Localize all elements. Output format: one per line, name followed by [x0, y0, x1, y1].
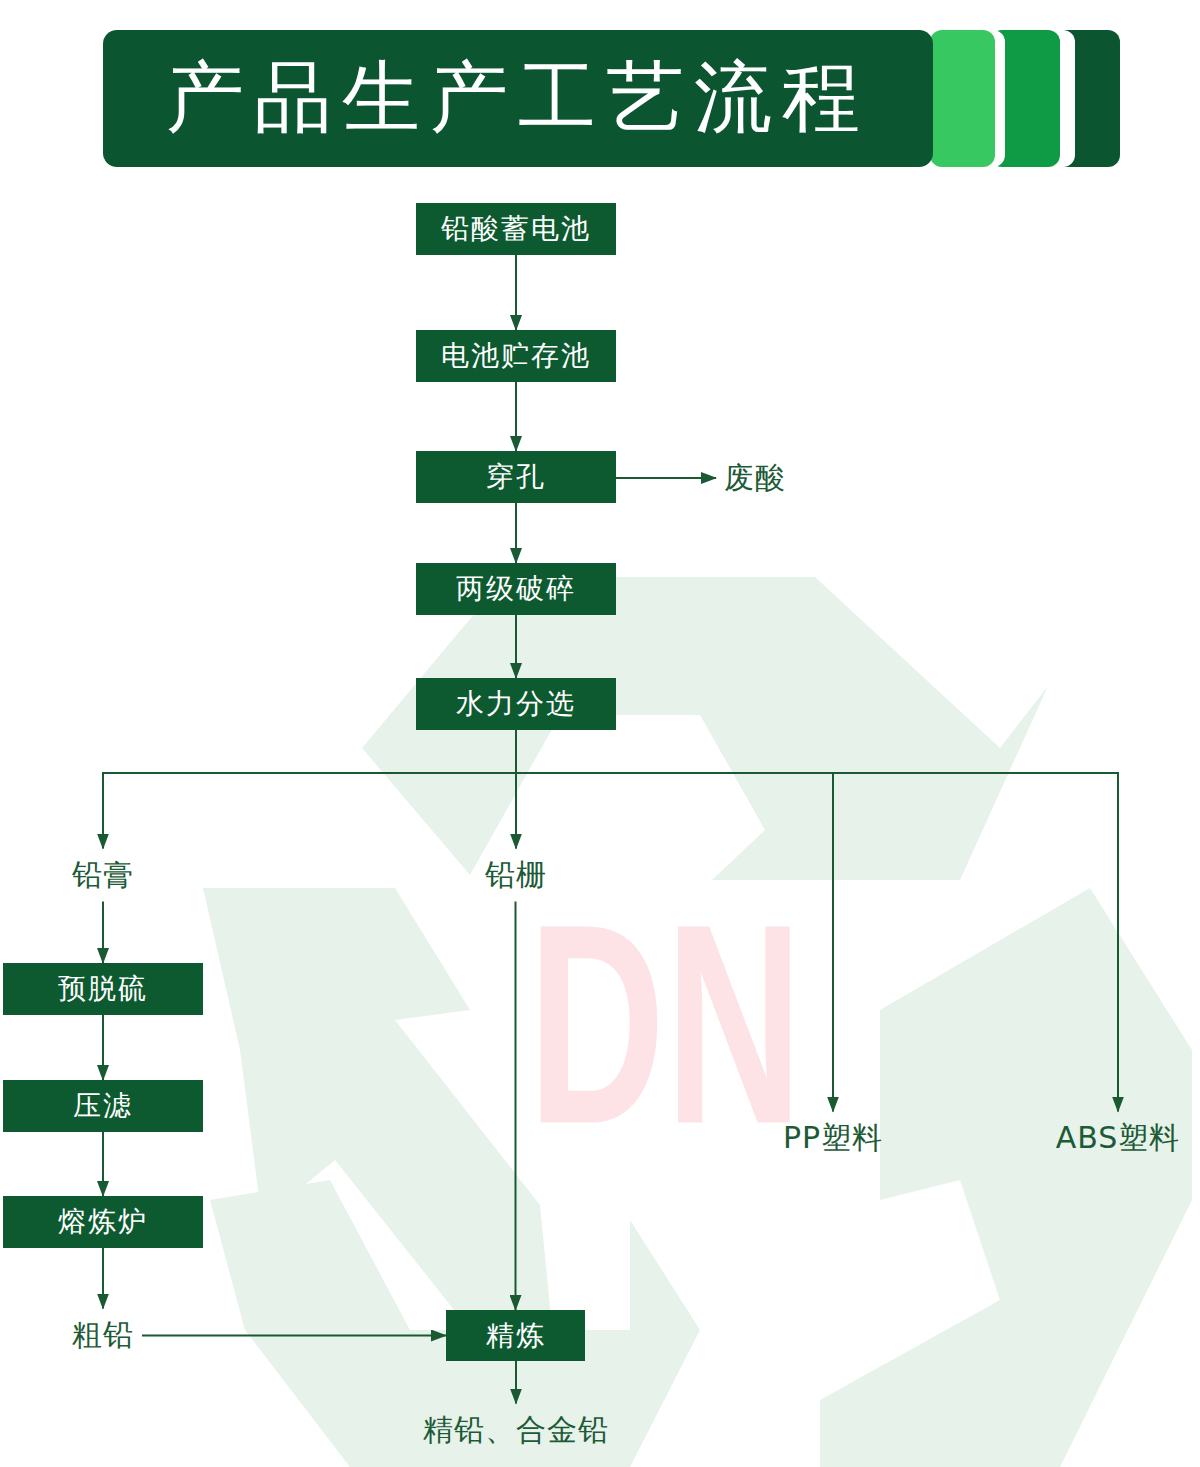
node-label: 精炼	[486, 1317, 546, 1355]
node-label: 铅酸蓄电池	[441, 210, 591, 248]
flow-arrow	[102, 1015, 104, 1080]
process-box: 电池贮存池	[416, 330, 616, 382]
watermark: DN	[528, 881, 802, 1166]
process-box: 两级破碎	[416, 563, 616, 615]
flow-text: 铅膏	[68, 853, 138, 898]
flow-arrow	[616, 477, 716, 479]
node-label: 电池贮存池	[441, 337, 591, 375]
node-label: 两级破碎	[456, 570, 576, 608]
flow-arrow	[142, 1335, 446, 1337]
node-label: ABS塑料	[1056, 1118, 1181, 1159]
flow-text: 精铅、合金铅	[419, 1408, 613, 1453]
node-label: 水力分选	[456, 685, 576, 723]
flow-arrow	[515, 382, 517, 451]
process-box: 铅酸蓄电池	[416, 203, 616, 255]
node-label: 预脱硫	[58, 970, 148, 1008]
node-label: 铅栅	[485, 855, 547, 896]
node-label: 压滤	[73, 1087, 133, 1125]
flow-arrow	[515, 503, 517, 563]
title-text: 产品生产工艺流程	[103, 30, 933, 167]
process-box: 精炼	[446, 1310, 585, 1361]
flow-arrow	[102, 902, 104, 964]
banner-body	[103, 30, 933, 167]
flow-text: 废酸	[720, 456, 790, 501]
flow-text: 铅栅	[481, 853, 551, 898]
process-box: 水力分选	[416, 678, 616, 730]
process-box: 预脱硫	[3, 963, 203, 1015]
node-label: 精铅、合金铅	[423, 1410, 609, 1451]
flow-arrow	[515, 255, 517, 330]
flow-arrow	[515, 902, 517, 1311]
process-box: 熔炼炉	[3, 1196, 203, 1248]
flow-text: ABS塑料	[1052, 1116, 1185, 1161]
process-box: 穿孔	[416, 451, 616, 503]
node-label: 废酸	[724, 458, 786, 499]
banner-stripe	[930, 30, 995, 167]
node-label: 铅膏	[72, 855, 134, 896]
flow-arrow	[515, 615, 517, 678]
title-banner	[103, 30, 1120, 167]
process-box: 压滤	[3, 1080, 203, 1132]
flow-arrow	[103, 730, 516, 849]
node-label: PP塑料	[783, 1118, 883, 1159]
node-label: 穿孔	[486, 458, 546, 496]
recycle-symbol	[203, 577, 1192, 1467]
flow-text: PP塑料	[779, 1116, 887, 1161]
flow-text: 粗铅	[68, 1313, 138, 1358]
node-label: 熔炼炉	[58, 1203, 148, 1241]
flow-arrow	[102, 1248, 104, 1309]
node-label: 粗铅	[72, 1315, 134, 1356]
flow-arrow	[102, 1132, 104, 1196]
flow-arrow	[515, 1361, 517, 1404]
